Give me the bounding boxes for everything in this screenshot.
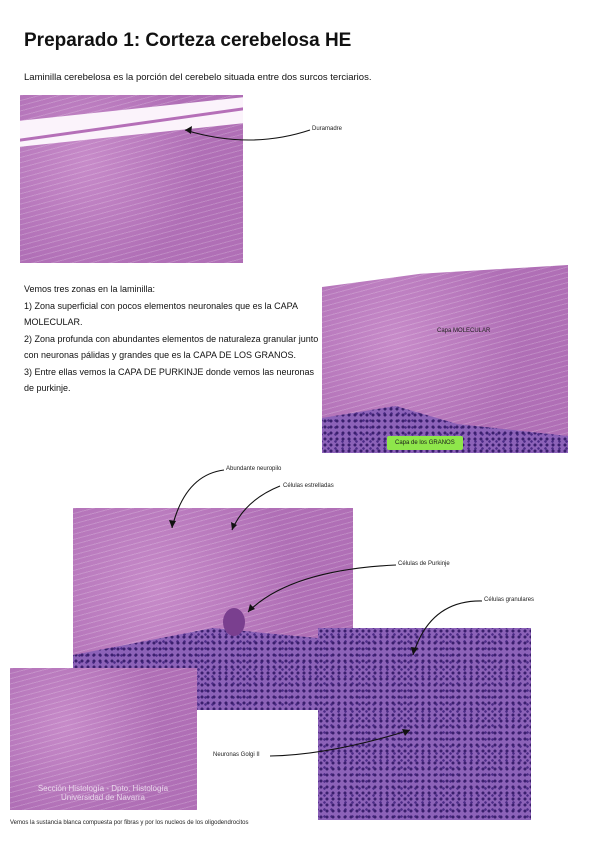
label-estrelladas: Células estrelladas xyxy=(283,483,334,489)
badge-capa-granos: Capa de los GRANOS xyxy=(387,436,463,450)
label-duramadre: Duramadre xyxy=(312,126,343,132)
label-capa-molecular: Capa MOLECULAR xyxy=(437,328,491,334)
watermark-line-1: Sección Histología - Dpto. Histología xyxy=(37,784,169,793)
zone-3: 3) Entre ellas vemos la CAPA DE PURKINJE… xyxy=(24,366,314,394)
label-golgi: Neuronas Golgi II xyxy=(213,752,260,758)
micrograph-capas: Capa MOLECULAR Capa de los GRANOS xyxy=(322,265,568,453)
zones-intro: Vemos tres zonas en la laminilla: xyxy=(24,284,156,294)
micrograph-white-matter: Sección Histología - Dpto. Histología Un… xyxy=(10,668,197,810)
label-granulares: Células granulares xyxy=(484,597,535,603)
micrograph-duramadre xyxy=(20,95,243,263)
zones-text: Vemos tres zonas en la laminilla: 1) Zon… xyxy=(24,281,324,397)
caption: Vemos la sustancia blanca compuesta por … xyxy=(10,820,249,826)
micrograph-granular xyxy=(318,628,531,820)
watermark-line-2: Universidad de Navarra xyxy=(60,793,146,802)
label-purkinje: Células de Purkinje xyxy=(398,561,450,567)
intro-text: Laminilla cerebelosa es la porción del c… xyxy=(24,72,372,83)
zone-1: 1) Zona superficial con pocos elementos … xyxy=(24,300,298,328)
zone-2: 2) Zona profunda con abundantes elemento… xyxy=(24,333,319,361)
white-panel xyxy=(197,718,317,818)
page-title: Preparado 1: Corteza cerebelosa HE xyxy=(24,30,352,51)
label-neuropilo: Abundante neuropilo xyxy=(226,466,282,472)
